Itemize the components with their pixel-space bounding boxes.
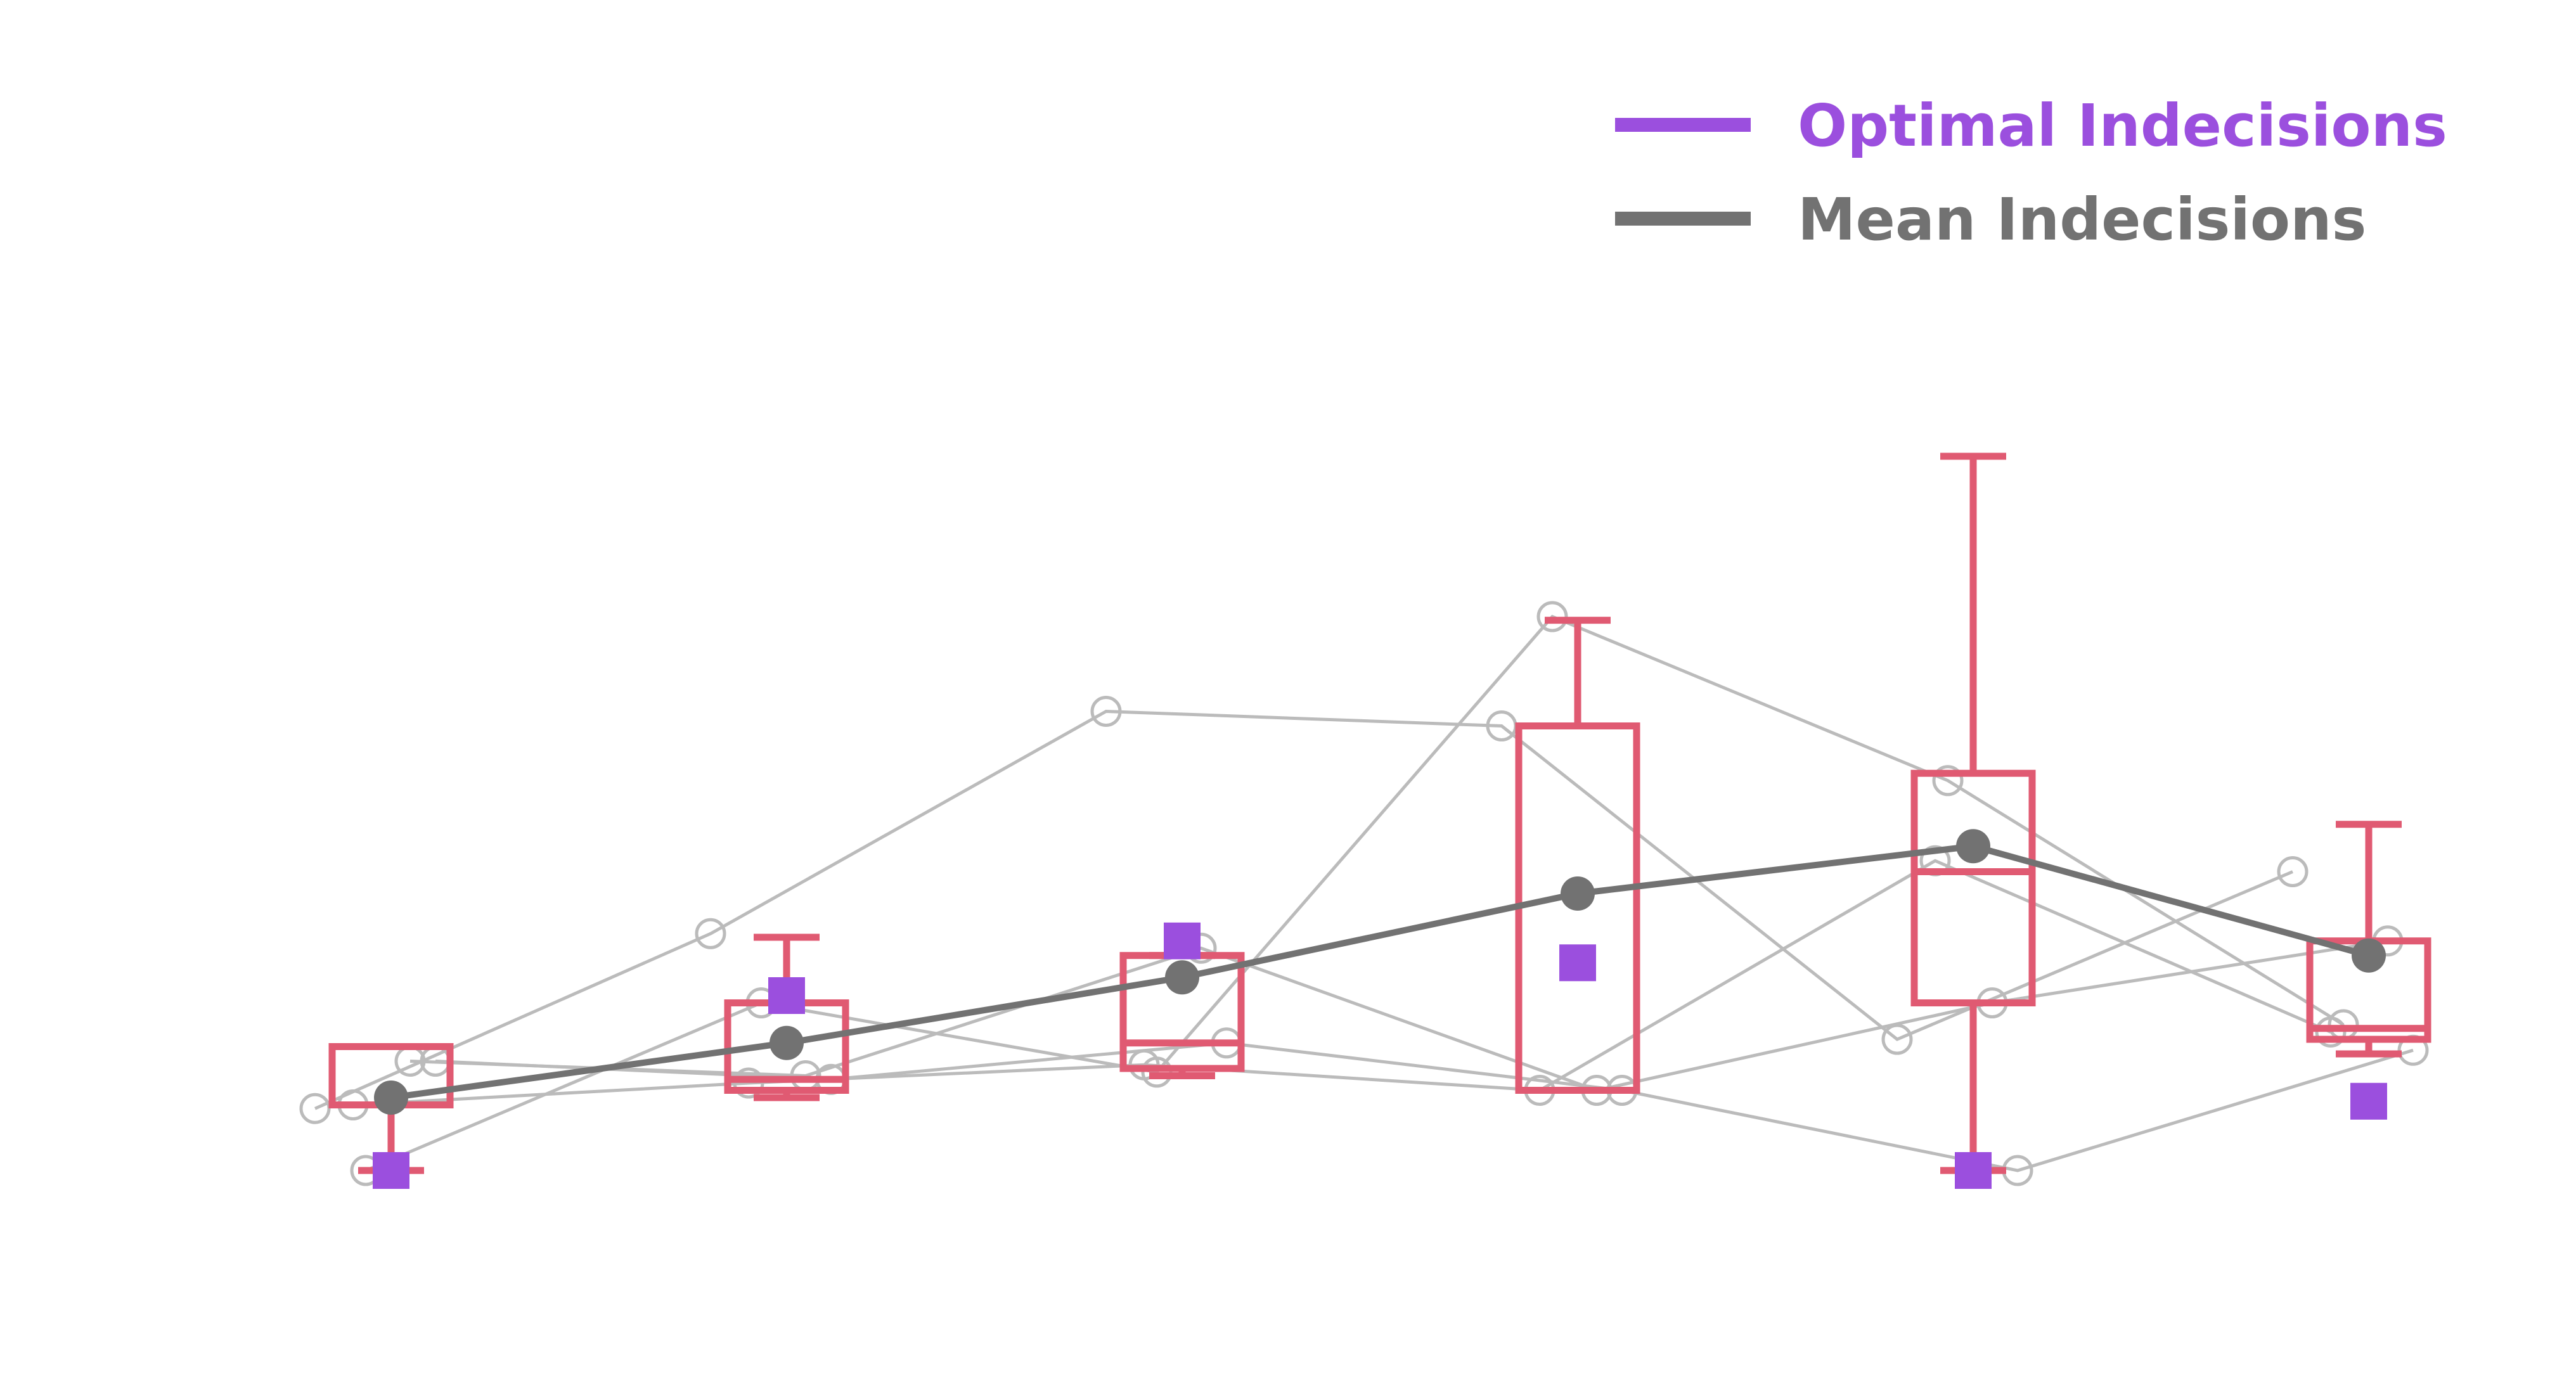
mean-point [1561, 876, 1595, 911]
individual-line [314, 709, 2293, 1110]
individual-line [409, 939, 2388, 1093]
mean-point [374, 1081, 408, 1115]
individual-line [352, 859, 2331, 1106]
optimal-marker [373, 1152, 409, 1189]
box [1515, 617, 1640, 1094]
mean-point [770, 1025, 804, 1060]
box-body [1910, 769, 2036, 1006]
optimal-marker [1955, 1152, 1992, 1189]
optimal-marker [768, 977, 805, 1014]
individual-point [695, 918, 726, 949]
mean-point [2352, 938, 2386, 973]
legend-label-mean: Mean Indecisions [1798, 186, 2366, 253]
individual-point [2315, 1016, 2347, 1048]
individual-point [733, 1067, 764, 1099]
legend-label-optimal: Optimal Indecisions [1798, 92, 2447, 160]
mean-line [390, 843, 2370, 1101]
individual-point [1932, 765, 1964, 797]
individual-trajectories [299, 601, 2429, 1186]
individual-line [365, 615, 2345, 1172]
box [1910, 452, 2036, 1174]
optimal-marker [1164, 922, 1201, 959]
mean-point [1956, 829, 1990, 864]
optimal-marker [2350, 1082, 2387, 1120]
individual-point [2277, 856, 2309, 887]
optimal-series [373, 922, 2387, 1189]
individual-line [435, 1041, 2414, 1172]
individual-point [1128, 1049, 1160, 1081]
mean-series [374, 829, 2386, 1115]
individual-point [1536, 601, 1568, 632]
mean-point [1165, 960, 1199, 995]
optimal-marker [1559, 944, 1596, 982]
individual-point [299, 1093, 331, 1124]
legend: Optimal Indecisions Mean Indecisions [1615, 92, 2447, 253]
individual-point [1090, 696, 1122, 727]
